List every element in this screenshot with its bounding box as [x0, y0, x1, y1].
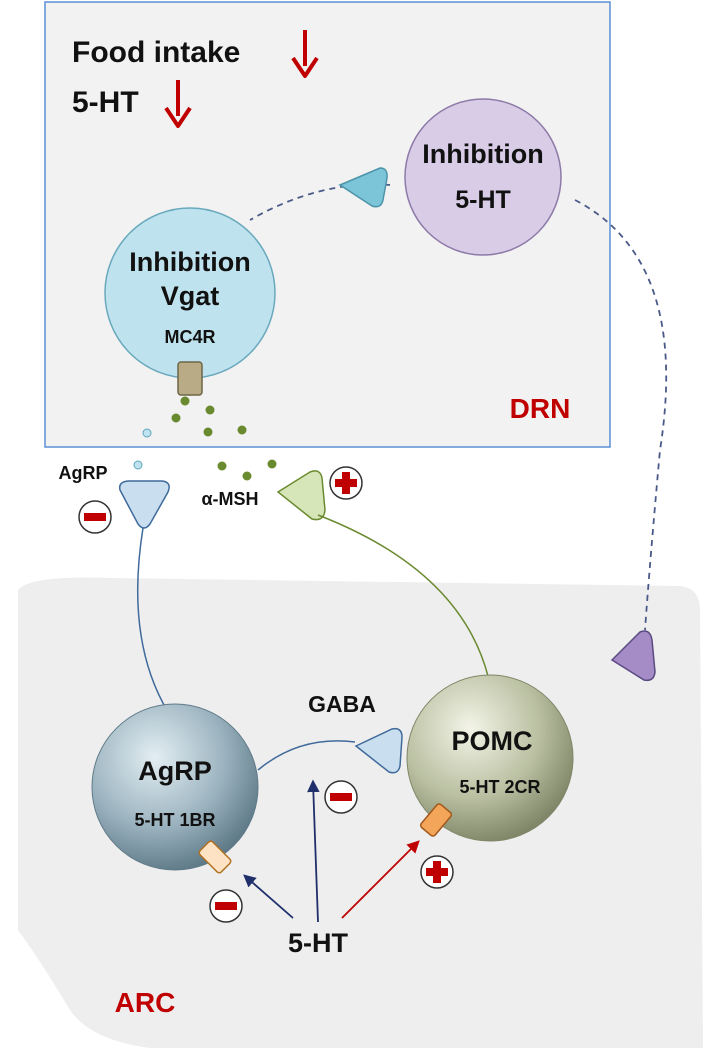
agrp-signal-label: AgRP: [59, 463, 108, 483]
pomc-neuron: [406, 674, 574, 842]
food-intake-label: Food intake: [72, 36, 240, 69]
arc-ht-terminal-icon: [610, 630, 656, 682]
vgat-neuron-line1: Inhibition: [129, 247, 250, 277]
gaba-label: GABA: [308, 691, 376, 717]
ht-to-arc-axon: [574, 199, 668, 631]
amsh-signal-label: α-MSH: [201, 489, 258, 509]
ligand-particles: [133, 396, 277, 481]
serotonin-label: 5-HT: [72, 86, 139, 119]
ht-neuron-line2: 5-HT: [455, 186, 511, 214]
gaba-axon: [257, 740, 356, 771]
serotonin-to-gaba-arrow: [307, 779, 320, 923]
drn-region-label: DRN: [510, 393, 571, 424]
pomc-neuron-name: POMC: [452, 726, 533, 756]
agrp-receptor-label: 5-HT 1BR: [134, 810, 215, 830]
serotonin-to-agrp-arrow: [243, 874, 294, 919]
serotonin-down-arrow-icon: [164, 80, 192, 128]
agrp-terminal-icon: [118, 480, 170, 529]
vgat-input-terminal-icon: [338, 167, 388, 208]
ht-inhibition-neuron: [404, 98, 562, 256]
arc-region-label: ARC: [115, 987, 176, 1018]
mc4r-receptor-label: MC4R: [164, 327, 215, 347]
amsh-plus-sign-icon: [329, 466, 363, 500]
pomc-axon: [317, 514, 489, 677]
vgat-neuron-line2: Vgat: [161, 281, 220, 311]
food-intake-down-arrow-icon: [291, 30, 319, 78]
amsh-terminal-icon: [276, 470, 326, 521]
ht1br-receptor-icon: [198, 840, 232, 874]
ht2cr-receptor-icon: [419, 803, 453, 837]
gaba-minus-sign-icon: [324, 780, 358, 814]
ht1br-minus-sign-icon: [209, 889, 243, 923]
pomc-receptor-label: 5-HT 2CR: [459, 777, 540, 797]
ht-neuron-line1: Inhibition: [422, 139, 543, 169]
gaba-terminal-icon: [354, 727, 403, 774]
serotonin-to-pomc-arrow: [341, 840, 420, 919]
mc4r-receptor-icon: [177, 361, 203, 396]
agrp-axon: [136, 527, 169, 713]
agrp-neuron-name: AgRP: [138, 756, 212, 786]
agrp-neuron: [91, 703, 259, 871]
ht2cr-plus-sign-icon: [420, 855, 454, 889]
serotonin-source-label: 5-HT: [288, 928, 349, 958]
agrp-minus-sign-icon: [78, 500, 112, 534]
